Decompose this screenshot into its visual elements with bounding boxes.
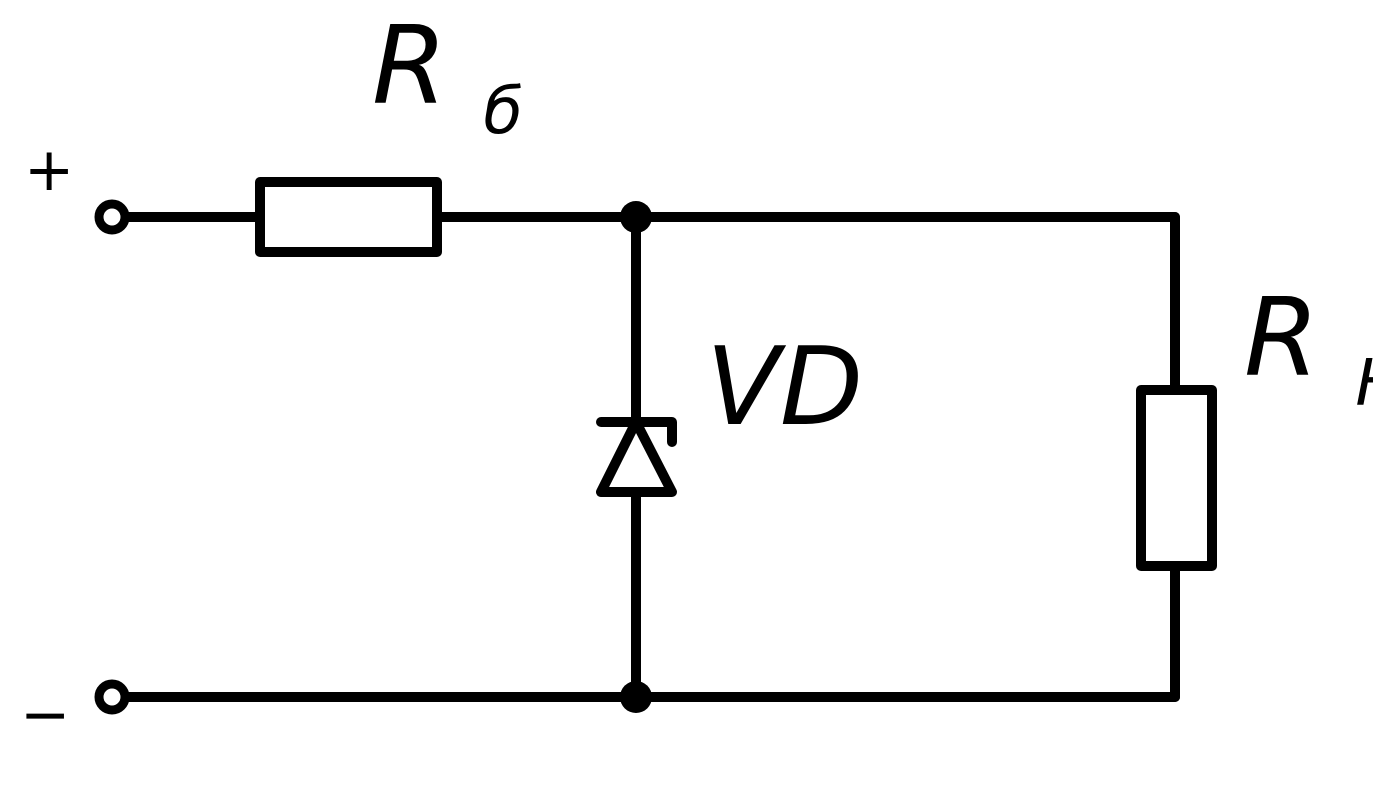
negative-terminal: [94, 679, 130, 715]
junction-top: [620, 201, 652, 233]
load-resistor-symbol: R: [1244, 276, 1319, 401]
load-resistor: [1136, 385, 1217, 571]
ballast-resistor-subscript: б: [483, 75, 522, 149]
zener-diode-triangle: [596, 417, 677, 497]
zener-diode-cathode-bar: [596, 417, 677, 447]
negative-sign: −: [20, 680, 70, 750]
ballast-resistor-label: R б: [372, 4, 523, 149]
ballast-resistor-symbol: R: [372, 4, 447, 129]
positive-terminal: [94, 199, 130, 235]
load-resistor-subscript: Н: [1355, 347, 1373, 421]
junction-bottom: [620, 681, 652, 713]
load-resistor-label: R Н: [1244, 276, 1373, 421]
zener-diode-label: VD: [706, 325, 863, 450]
zener-diode: [596, 417, 677, 497]
ballast-resistor: [255, 177, 442, 257]
positive-sign: +: [24, 135, 74, 205]
